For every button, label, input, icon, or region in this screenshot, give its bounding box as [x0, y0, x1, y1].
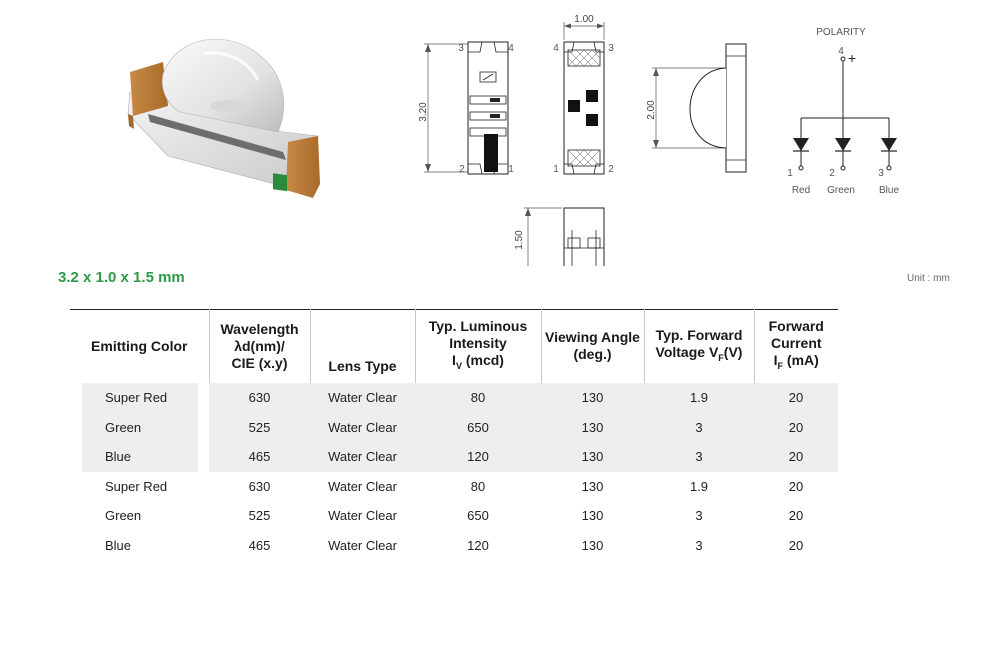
- dim-dome-label: 2.00: [646, 100, 657, 120]
- cell-wavelength: 465: [209, 441, 310, 472]
- pin-label: 4: [508, 43, 514, 54]
- cell-angle: 130: [581, 538, 604, 554]
- cell-voltage: 3: [644, 441, 754, 472]
- cell-intensity: 80: [415, 382, 541, 413]
- cell-voltage: 1.9: [689, 478, 709, 494]
- header-forward-current: Forward Current IF (mA): [754, 308, 838, 383]
- pin-label: 4: [553, 43, 559, 54]
- cell-wavelength: 630: [209, 382, 310, 413]
- pin-label-blue: Blue: [879, 185, 899, 196]
- dim-width-label: 1.00: [574, 14, 594, 25]
- cell-angle: 130: [581, 478, 604, 494]
- cell-lens: Water Clear: [310, 412, 415, 442]
- header-luminous-intensity: Typ. Luminous Intensity IV (mcd): [415, 308, 542, 383]
- cell-wavelength: 630: [248, 478, 271, 494]
- header-viewing-angle: Viewing Angle (deg.): [541, 308, 645, 383]
- cell-voltage: 1.9: [644, 382, 754, 413]
- table-row: Blue 465 Water Clear 120 130 3 20: [70, 531, 838, 561]
- cell-lens: Water Clear: [328, 478, 397, 494]
- cell-intensity: 80: [470, 478, 486, 494]
- spec-table: Emitting Color Wavelength λd(nm)/ CIE (x…: [70, 308, 838, 561]
- pin-label: 2: [608, 164, 614, 175]
- pin-label: 2: [459, 164, 465, 175]
- diode-green: [835, 118, 851, 171]
- cell-current: 20: [754, 441, 838, 472]
- cell-intensity: 650: [415, 412, 541, 442]
- header-lens-type: Lens Type: [310, 308, 416, 383]
- cell-voltage: 3: [644, 412, 754, 442]
- cell-intensity: 650: [467, 508, 489, 524]
- unit-note: Unit : mm: [907, 273, 950, 284]
- cell-color: Green: [70, 412, 209, 442]
- cell-lens: Water Clear: [310, 382, 415, 413]
- cell-intensity: 120: [415, 441, 541, 472]
- cell-color: Super Red: [70, 382, 209, 413]
- cell-voltage: 3: [695, 508, 703, 524]
- plus-sign: +: [848, 50, 856, 66]
- cell-wavelength: 465: [248, 538, 271, 554]
- pin-label: 3: [458, 43, 464, 54]
- table-row: Blue 465 Water Clear 120 130 3 20: [70, 441, 838, 472]
- side-view: 2.00: [646, 43, 747, 173]
- table-row: Super Red 630 Water Clear 80 130 1.9 20: [70, 382, 838, 413]
- cell-wavelength: 525: [209, 412, 310, 442]
- pin-number-red: 1: [787, 168, 793, 179]
- cell-angle: 130: [541, 441, 644, 472]
- header-wavelength: Wavelength λd(nm)/ CIE (x.y): [209, 308, 311, 383]
- cell-lens: Water Clear: [328, 538, 397, 554]
- pin-label: 3: [608, 43, 614, 54]
- led-product-photo: [127, 38, 320, 198]
- header-emitting-color: Emitting Color: [70, 308, 210, 383]
- pin-label: 1: [553, 164, 559, 175]
- top-view: 3.20 3 4 2 1: [418, 41, 514, 175]
- cell-current: 20: [754, 382, 838, 413]
- table-header-row: Emitting Color Wavelength λd(nm)/ CIE (x…: [70, 308, 838, 383]
- diode-red: [793, 118, 809, 171]
- cell-wavelength: 525: [248, 508, 271, 524]
- cell-angle: 130: [581, 508, 604, 524]
- polarity-schematic: POLARITY 4 + 1 2 3 Re: [787, 27, 899, 196]
- table-row: Green 525 Water Clear 650 130 3 20: [70, 501, 838, 531]
- bottom-view: 1.00 4 3 1 2: [553, 14, 614, 175]
- pin-label-green: Green: [827, 185, 855, 196]
- header-forward-voltage: Typ. Forward Voltage VF(V): [644, 308, 755, 383]
- cell-voltage: 3: [695, 538, 703, 554]
- pin-label-red: Red: [792, 185, 810, 196]
- cell-current: 20: [788, 508, 804, 524]
- pin-label: 1: [508, 164, 514, 175]
- package-dimension-drawing: 3.20 3 4 2 1 1.00 4 3 1: [418, 14, 899, 266]
- table-row: Super Red 630 Water Clear 80 130 1.9 20: [70, 472, 838, 502]
- table-row: Green 525 Water Clear 650 130 3 20: [70, 412, 838, 442]
- cell-color: Green: [105, 508, 142, 524]
- polarity-title: POLARITY: [816, 27, 866, 38]
- cell-color: Blue: [70, 441, 209, 472]
- dim-height-label: 1.50: [514, 230, 525, 250]
- cell-current: 20: [788, 538, 804, 554]
- cell-angle: 130: [541, 412, 644, 442]
- cell-intensity: 120: [467, 538, 489, 554]
- cell-current: 20: [788, 478, 804, 494]
- package-size-title: 3.2 x 1.0 x 1.5 mm: [58, 269, 185, 286]
- dim-length-label: 3.20: [418, 102, 429, 122]
- end-view: 1.50: [514, 207, 605, 266]
- cell-color: Super Red: [105, 478, 168, 494]
- cell-current: 20: [754, 412, 838, 442]
- diode-blue: [881, 118, 897, 171]
- cell-lens: Water Clear: [328, 508, 397, 524]
- common-pin-number: 4: [838, 46, 844, 57]
- cell-angle: 130: [541, 382, 644, 413]
- pin-number-green: 2: [829, 168, 835, 179]
- pin-number-blue: 3: [878, 168, 884, 179]
- cell-lens: Water Clear: [310, 441, 415, 472]
- cell-color: Blue: [105, 538, 132, 554]
